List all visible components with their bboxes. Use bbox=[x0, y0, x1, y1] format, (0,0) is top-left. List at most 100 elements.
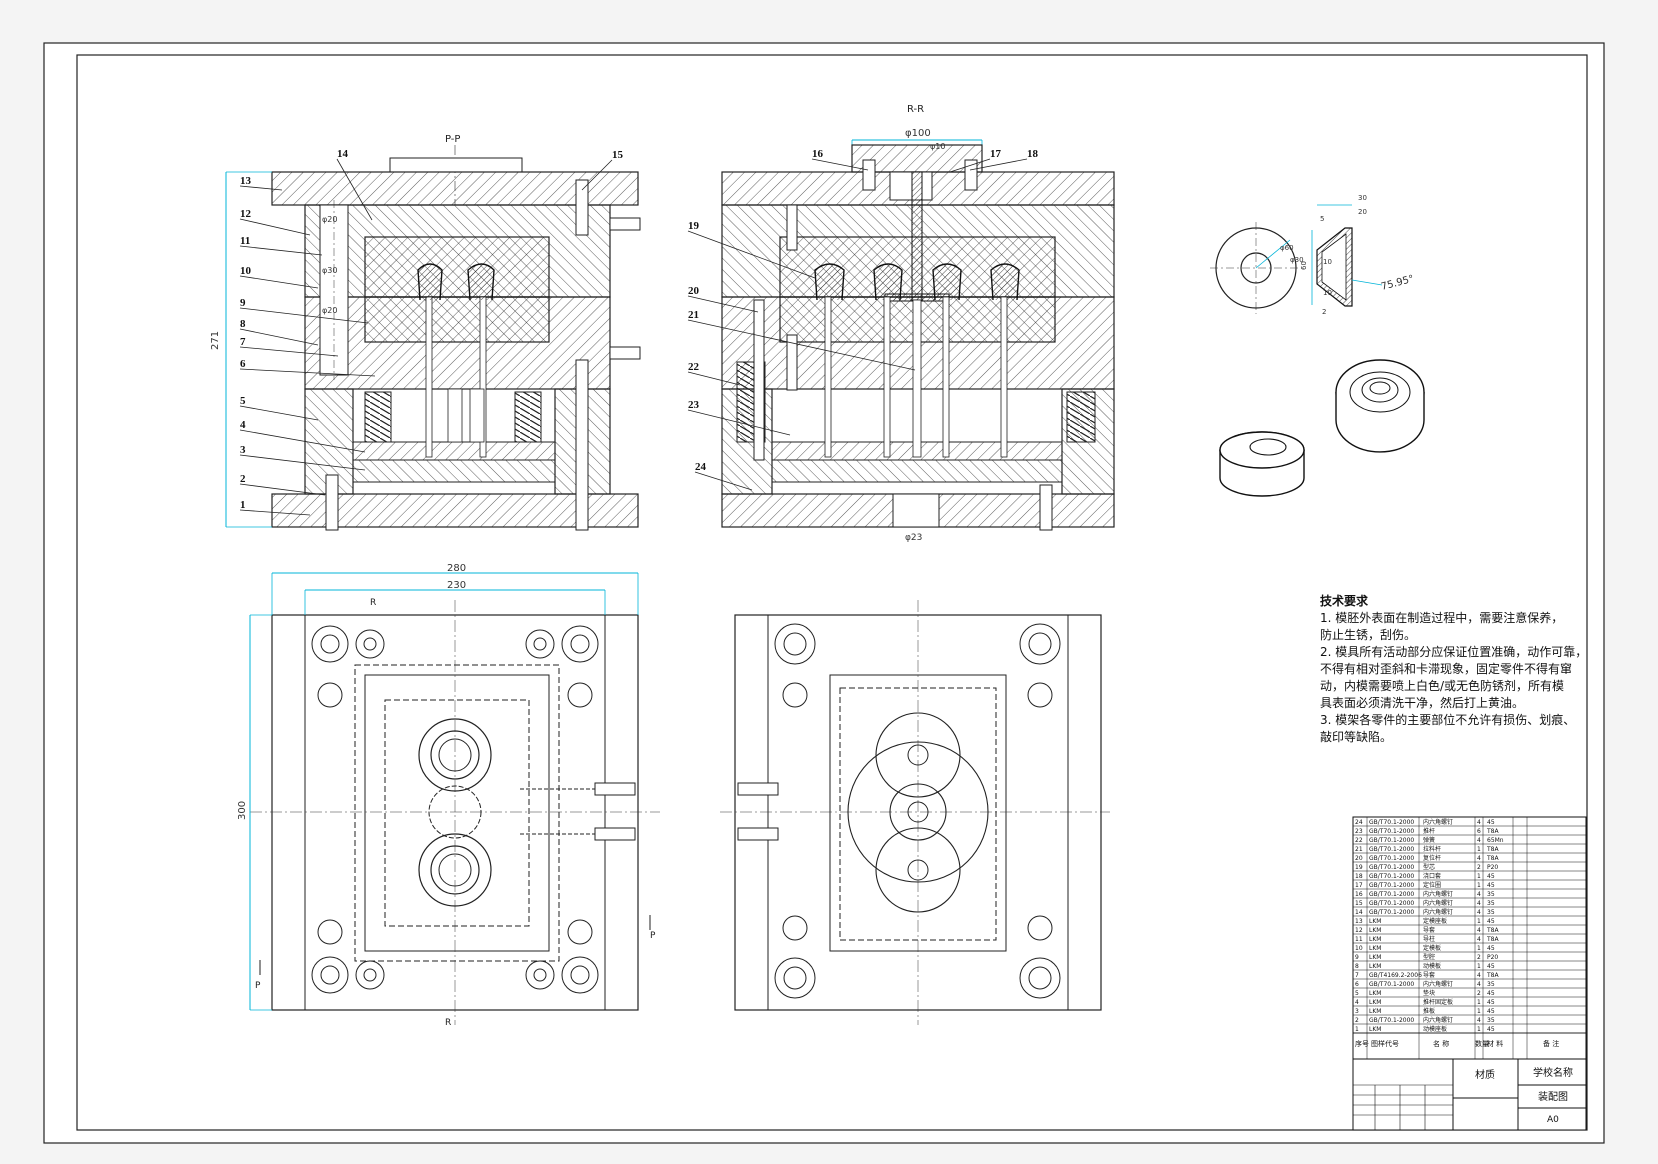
callout-7: 7 bbox=[240, 336, 246, 348]
callout-18: 18 bbox=[1027, 148, 1039, 160]
title-school: 学校名称 bbox=[1533, 1066, 1573, 1079]
title-material: 材质 bbox=[1475, 1068, 1495, 1081]
bom-cell-code: GB/T70.1-2000 bbox=[1369, 837, 1414, 844]
callout-1: 1 bbox=[240, 499, 246, 511]
bom-cell-code: LKM bbox=[1369, 1008, 1381, 1015]
bom-cell-name: 复位杆 bbox=[1423, 854, 1441, 862]
bom-cell-qty: 4 bbox=[1477, 900, 1481, 907]
bom-cell-name: 推杆 bbox=[1423, 827, 1435, 835]
callout-9: 9 bbox=[240, 297, 246, 309]
bom-cell-no: 5 bbox=[1355, 990, 1359, 997]
bom-cell-mat: T8A bbox=[1486, 972, 1499, 979]
tech-req-line-4: 不得有相对歪斜和卡滞现象，固定零件不得有窜 bbox=[1320, 661, 1572, 676]
bom-cell-qty: 4 bbox=[1477, 855, 1481, 862]
bom-cell-qty: 4 bbox=[1477, 837, 1481, 844]
bom-cell-mat: T8A bbox=[1486, 855, 1499, 862]
bom-cell-mat: 45 bbox=[1487, 1008, 1495, 1015]
bom-cell-code: GB/T70.1-2000 bbox=[1369, 882, 1414, 889]
bom-cell-code: LKM bbox=[1369, 945, 1381, 952]
marker-p-right: P bbox=[650, 931, 656, 941]
plan-view-moving-half bbox=[720, 600, 1110, 1025]
bom-cell-qty: 1 bbox=[1477, 918, 1481, 925]
bom-cell-qty: 1 bbox=[1477, 882, 1481, 889]
marker-r-bottom: R bbox=[445, 1018, 451, 1028]
bom-cell-name: 内六角螺钉 bbox=[1423, 818, 1453, 826]
bom-cell-no: 7 bbox=[1355, 972, 1359, 979]
callout-24: 24 bbox=[695, 461, 707, 473]
bom-cell-no: 4 bbox=[1355, 999, 1359, 1006]
dim-bolt-phi20-a: φ20 bbox=[322, 215, 337, 224]
bom-header-qty: 数量 bbox=[1475, 1039, 1489, 1048]
bom-cell-name: 导套 bbox=[1423, 926, 1435, 934]
tech-req-line-6: 具表面必须清洗干净，然后打上黄油。 bbox=[1320, 695, 1524, 710]
bom-header-name: 名 称 bbox=[1433, 1039, 1449, 1048]
bom-cell-mat: 45 bbox=[1487, 945, 1495, 952]
bom-cell-qty: 1 bbox=[1477, 999, 1481, 1006]
callout-22: 22 bbox=[688, 361, 700, 373]
dim-300: 300 bbox=[237, 801, 248, 820]
bom-cell-no: 24 bbox=[1355, 819, 1363, 826]
bom-cell-name: 内六角螺钉 bbox=[1423, 899, 1453, 907]
bom-cell-mat: 35 bbox=[1487, 1017, 1495, 1024]
tech-req-line-7: 3. 模架各零件的主要部位不允许有损伤、划痕、 bbox=[1320, 712, 1575, 727]
bom-cell-mat: 65Mn bbox=[1487, 837, 1504, 844]
dim-280: 280 bbox=[447, 563, 466, 574]
bom-cell-name: 内六角螺钉 bbox=[1423, 890, 1453, 898]
bom-cell-name: 推杆固定板 bbox=[1423, 998, 1453, 1006]
bom-cell-code: LKM bbox=[1369, 963, 1381, 970]
bom-cell-qty: 4 bbox=[1477, 927, 1481, 934]
bom-cell-mat: P20 bbox=[1487, 954, 1498, 961]
part-dim-phi30: φ30 bbox=[1290, 256, 1304, 264]
bom-cell-name: 定模座板 bbox=[1423, 917, 1447, 925]
part-dim-2: 2 bbox=[1322, 308, 1326, 316]
bom-cell-code: LKM bbox=[1369, 936, 1381, 943]
bom-cell-mat: 45 bbox=[1487, 819, 1495, 826]
tech-req-title: 技术要求 bbox=[1320, 593, 1369, 608]
bom-cell-code: LKM bbox=[1369, 954, 1381, 961]
bom-cell-code: LKM bbox=[1369, 918, 1381, 925]
callout-10: 10 bbox=[240, 265, 252, 277]
bom-cell-name: 导套 bbox=[1423, 971, 1435, 979]
bom-header-code: 图样代号 bbox=[1371, 1039, 1399, 1048]
bom-cell-no: 14 bbox=[1355, 909, 1363, 916]
bom-cell-qty: 1 bbox=[1477, 846, 1481, 853]
bom-cell-mat: T8A bbox=[1486, 828, 1499, 835]
bom-cell-code: GB/T70.1-2000 bbox=[1369, 864, 1414, 871]
bom-cell-name: 导柱 bbox=[1423, 935, 1435, 943]
callout-17: 17 bbox=[990, 148, 1002, 160]
part-dim-60: 60 bbox=[1300, 261, 1308, 270]
bom-cell-qty: 4 bbox=[1477, 909, 1481, 916]
dim-bolt-phi20-b: φ20 bbox=[322, 306, 337, 315]
bom-cell-code: LKM bbox=[1369, 927, 1381, 934]
bom-cell-name: 动模板 bbox=[1423, 962, 1441, 970]
bom-cell-mat: 45 bbox=[1487, 963, 1495, 970]
bom-cell-code: GB/T70.1-2000 bbox=[1369, 828, 1414, 835]
section-pp-view: P-P bbox=[210, 134, 641, 531]
bom-cell-qty: 4 bbox=[1477, 819, 1481, 826]
callout-19: 19 bbox=[688, 220, 700, 232]
part-dim-10b: 10 bbox=[1323, 289, 1332, 297]
bom-cell-qty: 4 bbox=[1477, 891, 1481, 898]
callout-15: 15 bbox=[612, 149, 624, 161]
callout-5: 5 bbox=[240, 395, 246, 407]
bom-cell-no: 17 bbox=[1355, 882, 1363, 889]
bom-header-note: 备 注 bbox=[1543, 1039, 1559, 1048]
bom-cell-mat: 45 bbox=[1487, 918, 1495, 925]
title-size: A0 bbox=[1547, 1115, 1559, 1125]
bom-cell-qty: 4 bbox=[1477, 972, 1481, 979]
bom-cell-mat: 45 bbox=[1487, 873, 1495, 880]
bom-cell-qty: 6 bbox=[1477, 828, 1481, 835]
bom-cell-mat: 45 bbox=[1487, 990, 1495, 997]
bom-cell-name: 动模座板 bbox=[1423, 1025, 1447, 1033]
bom-cell-code: LKM bbox=[1369, 990, 1381, 997]
bom-cell-mat: T8A bbox=[1486, 936, 1499, 943]
callout-16: 16 bbox=[812, 148, 824, 160]
bom-cell-name: 型芯 bbox=[1423, 863, 1435, 871]
callout-12: 12 bbox=[240, 208, 252, 220]
bom-cell-no: 10 bbox=[1355, 945, 1363, 952]
bom-cell-code: GB/T4169.2-2006 bbox=[1369, 972, 1422, 979]
bom-cell-qty: 2 bbox=[1477, 864, 1481, 871]
bom-cell-qty: 1 bbox=[1477, 945, 1481, 952]
